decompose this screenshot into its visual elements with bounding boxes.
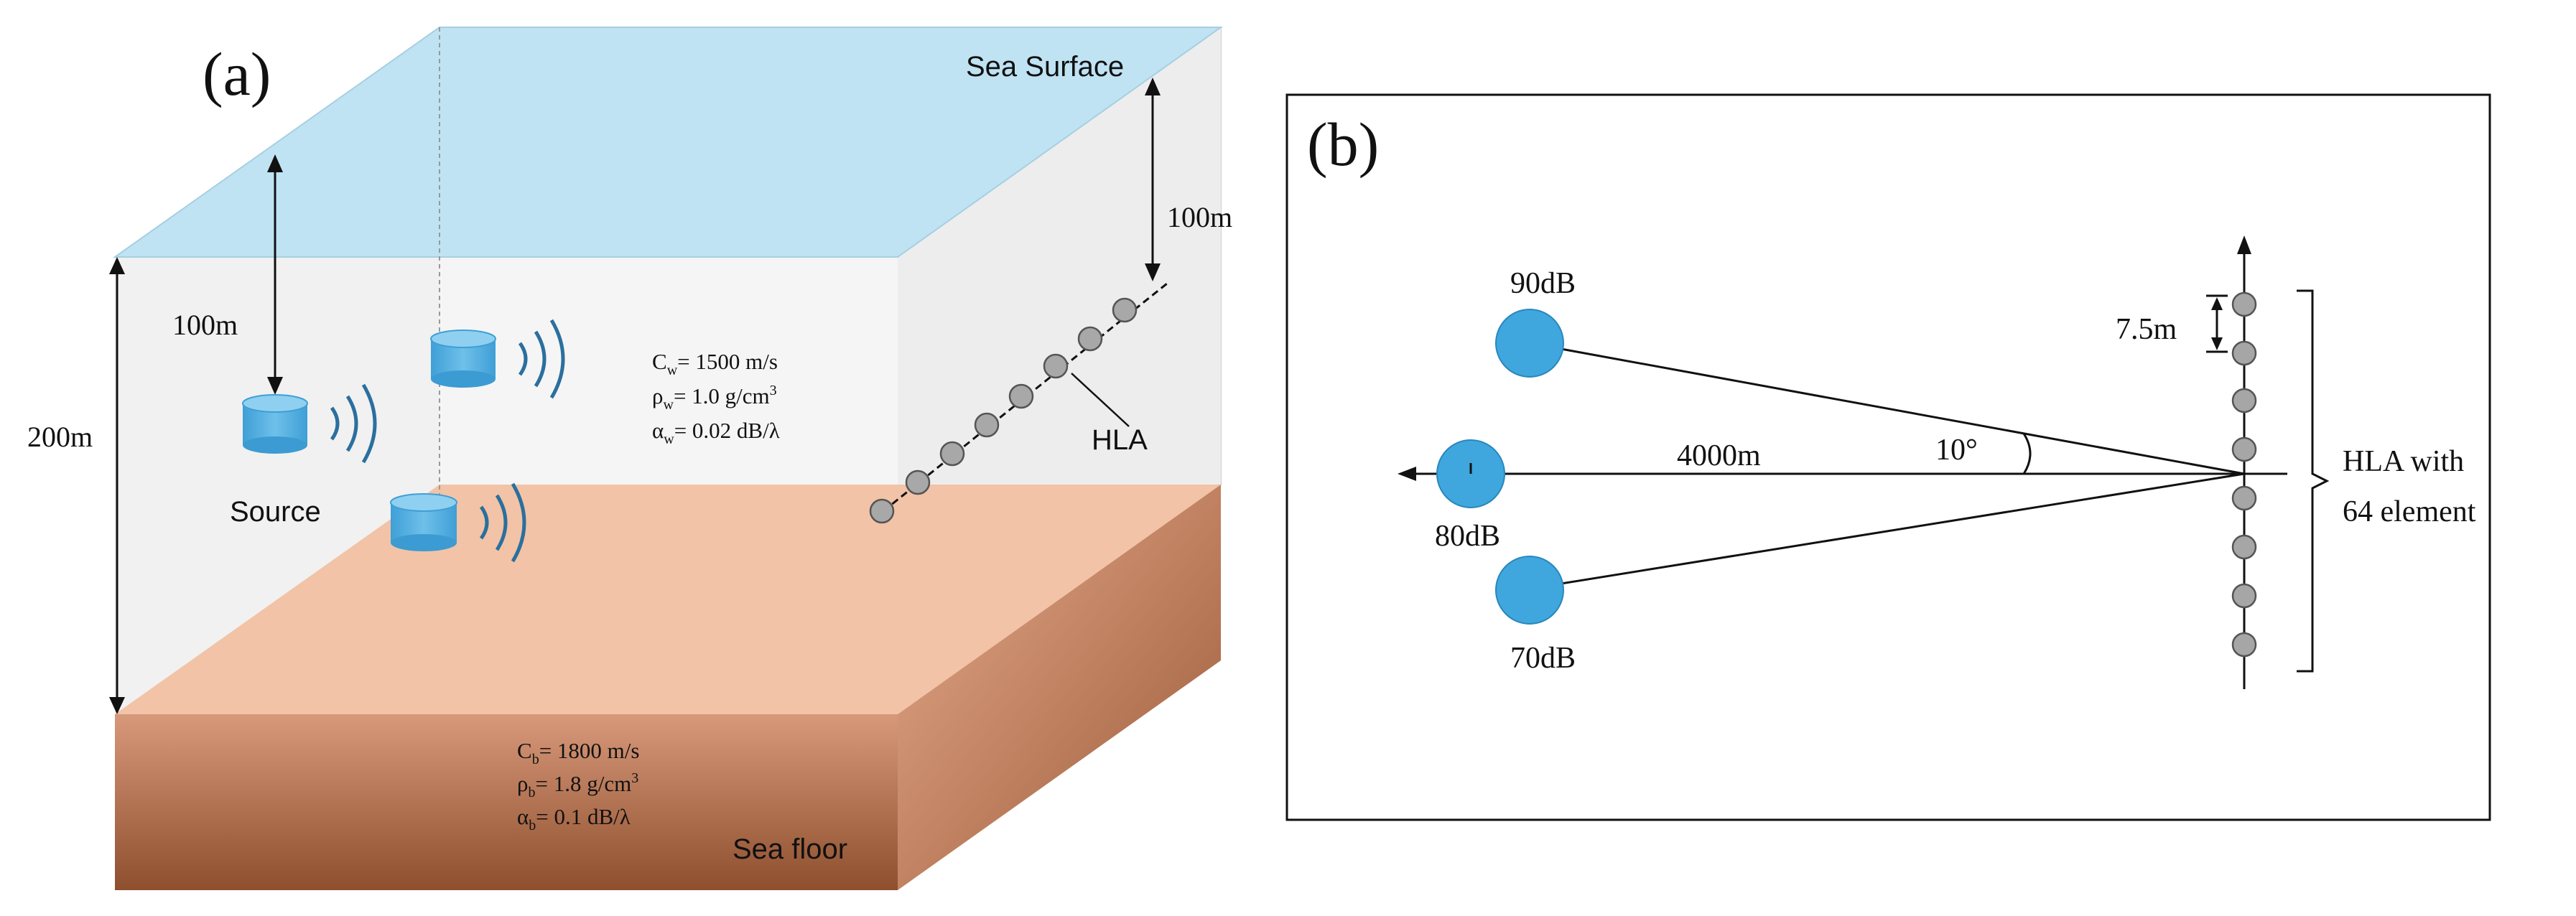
source-2 — [430, 330, 496, 388]
array-axis-arrow — [2237, 235, 2251, 254]
sea-floor-label: Sea floor — [733, 833, 847, 865]
array-element — [2231, 583, 2257, 609]
svg-text:αw= 0.02 dB/λ: αw= 0.02 dB/λ — [652, 418, 780, 447]
depth-200-arrow — [109, 257, 125, 714]
array-element — [2231, 388, 2257, 413]
bottom-params: Cb= 1800 m/s ρb= 1.8 g/cm3 αb= 0.1 dB/λ — [517, 738, 639, 833]
source-mid-level: 80dB — [1435, 520, 1500, 553]
spacing-arrow-down — [2211, 337, 2223, 350]
hla-element — [1008, 383, 1034, 409]
water-params: Cw= 1500 m/s ρw= 1.0 g/cm3 αw= 0.02 dB/λ — [652, 349, 780, 447]
hla-element — [974, 412, 1000, 438]
source-bottom — [1495, 556, 1564, 625]
range-label: 4000m — [1677, 439, 1761, 472]
svg-text:ρw= 1.0 g/cm3: ρw= 1.0 g/cm3 — [652, 383, 777, 413]
source-3 — [390, 493, 457, 551]
panel-a-label: (a) — [203, 39, 271, 108]
source-top — [1495, 309, 1564, 378]
depth-source-arrow — [267, 154, 283, 395]
source-bottom-level: 70dB — [1510, 642, 1576, 675]
array-element — [2231, 340, 2257, 366]
sea-surface-label: Sea Surface — [966, 51, 1124, 83]
hla-element — [1112, 297, 1138, 323]
range-axis-arrow — [1398, 467, 1416, 481]
array-element — [2231, 291, 2257, 317]
depth-source-label: 100m — [172, 309, 238, 341]
hla-element — [905, 469, 931, 495]
sea-surface — [112, 27, 1224, 258]
depth-total-label: 200m — [27, 421, 93, 453]
hla-element — [1043, 353, 1069, 379]
angle-arc — [2022, 433, 2032, 475]
hla-elements — [869, 297, 1138, 524]
panel-b-label: (b) — [1307, 110, 1379, 179]
angle-label: 10° — [1935, 434, 1978, 467]
array-elements — [2231, 291, 2257, 658]
spacing-label: 7.5m — [2116, 313, 2177, 346]
array-element — [2231, 436, 2257, 462]
svg-text:ρb= 1.8 g/cm3: ρb= 1.8 g/cm3 — [517, 770, 638, 800]
hla-element — [1077, 326, 1103, 352]
depth-hla-arrow — [1145, 78, 1161, 281]
svg-text:Cb= 1800 m/s: Cb= 1800 m/s — [517, 738, 639, 767]
hla-description-line2: 64 element — [2343, 495, 2476, 528]
wave-icon-3 — [479, 482, 526, 563]
hla-bracket — [2297, 289, 2330, 673]
hla-description-line1: HLA with — [2343, 445, 2464, 478]
ray-bottom — [1529, 472, 2245, 590]
source-label: Source — [230, 496, 321, 528]
array-element — [2231, 485, 2257, 511]
array-element — [2231, 534, 2257, 560]
seabed-front — [115, 714, 898, 890]
seabed-side — [898, 485, 1221, 890]
hla-element — [939, 441, 965, 467]
depth-hla-label: 100m — [1167, 201, 1232, 233]
array-element — [2231, 632, 2257, 658]
wave-icon-1 — [330, 383, 377, 464]
svg-text:Cw= 1500 m/s: Cw= 1500 m/s — [652, 349, 778, 378]
hla-element — [869, 498, 895, 524]
ray-top — [1529, 342, 2245, 475]
source-top-level: 90dB — [1510, 267, 1576, 300]
hla-label: HLA — [1092, 424, 1148, 456]
hla-pointer — [1071, 373, 1130, 427]
panel-a: (a) Sea Surface 200m 100m 100m Source HL… — [27, 27, 1232, 890]
wave-icon-2 — [518, 319, 565, 399]
svg-text:αb= 0.1 dB/λ: αb= 0.1 dB/λ — [517, 804, 631, 833]
source-1 — [242, 394, 308, 454]
spacing-arrow-up — [2211, 297, 2223, 310]
panel-b: (b) — [1285, 93, 2491, 821]
